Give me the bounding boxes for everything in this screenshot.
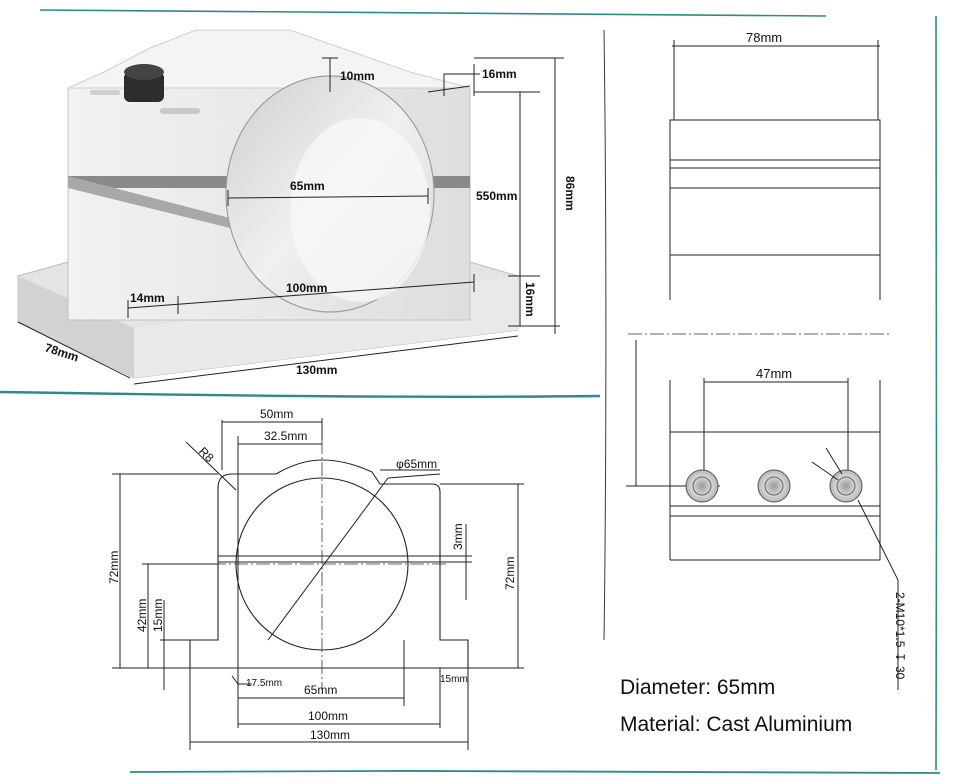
mount-photo: 10mm 16mm 65mm 550mm 86mm 16mm 14mm 100m… xyxy=(17,29,577,385)
side-hole-spacing-label: 47mm xyxy=(756,366,792,381)
side-view-drawing: 78mm 47mm 2-M10*1.5 ↧ 30 xyxy=(626,30,907,690)
frame-lines xyxy=(0,9,941,774)
front-center-height-label: 42mm xyxy=(135,599,149,632)
photo-top-width-label: 16mm xyxy=(482,67,517,81)
side-thread-depth-label: 30 xyxy=(893,666,907,680)
front-bore-width-label: 65mm xyxy=(304,683,337,697)
front-view-drawing: 50mm 32.5mm R8 φ65mm 65mm 100mm 130mm 17… xyxy=(107,407,524,750)
front-half-center-label: 32.5mm xyxy=(264,429,307,443)
front-base-left-label: 15mm xyxy=(151,599,165,632)
front-diameter-label: φ65mm xyxy=(396,457,437,471)
side-width-label: 78mm xyxy=(746,30,782,45)
front-offset-label: 17.5mm xyxy=(246,678,282,689)
side-thread-spec-label: 2-M10*1.5 xyxy=(893,592,907,648)
photo-base-height-label: 16mm xyxy=(523,282,537,317)
spec-material: Material: Cast Aluminium xyxy=(620,713,852,736)
photo-foot-label: 14mm xyxy=(130,291,165,305)
photo-top-gap-label: 10mm xyxy=(340,69,375,83)
photo-length-label: 130mm xyxy=(296,363,337,377)
spec-diameter: Diameter: 65mm xyxy=(620,676,775,699)
front-total-length-label: 130mm xyxy=(310,728,350,742)
front-slot-label: 3mm xyxy=(451,523,465,550)
photo-span-label: 100mm xyxy=(286,281,327,295)
front-height-left-label: 72mm xyxy=(107,551,121,584)
front-height-right-label: 72mm xyxy=(503,557,517,590)
photo-total-height-label: 86mm xyxy=(563,176,577,211)
front-base-right-label: 15mm xyxy=(440,674,468,685)
photo-inner-height-label: 550mm xyxy=(476,189,517,203)
photo-bore-label: 65mm xyxy=(290,179,325,193)
front-hole-span-label: 100mm xyxy=(308,709,348,723)
side-depth-symbol: ↧ xyxy=(893,652,907,662)
spec-text: Diameter: 65mm Material: Cast Aluminium xyxy=(620,676,852,736)
front-half-width-label: 50mm xyxy=(260,407,293,421)
front-radius-label: R8 xyxy=(196,444,217,465)
